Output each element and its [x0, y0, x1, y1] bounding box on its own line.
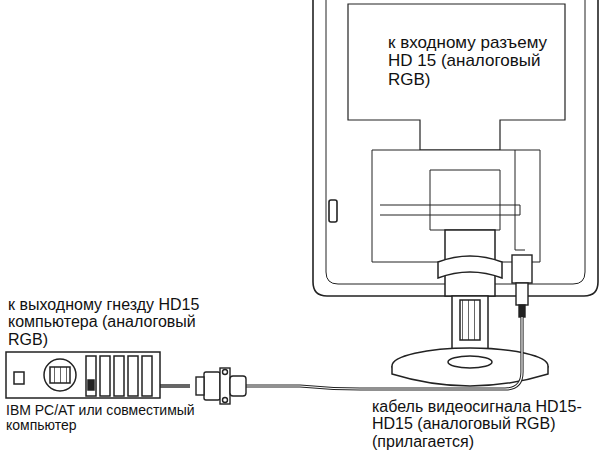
- computer: [6, 352, 160, 398]
- monitor-connector: [512, 255, 532, 317]
- computer-output-label: к выходному гнезду HD15 компьютера (анал…: [8, 296, 208, 348]
- monitor-back: [313, 0, 598, 296]
- computer-label: IBM PC/AT или совместимый компьютер: [6, 403, 196, 433]
- video-cable: [246, 317, 522, 389]
- monitor-input-label: к входному разъему HD 15 (аналоговый RGB…: [388, 34, 568, 89]
- cable-plug: [196, 368, 246, 404]
- cable-label: кабель видеосигнала HD15-HD15 (аналоговы…: [372, 398, 604, 450]
- monitor-stand: [392, 230, 548, 386]
